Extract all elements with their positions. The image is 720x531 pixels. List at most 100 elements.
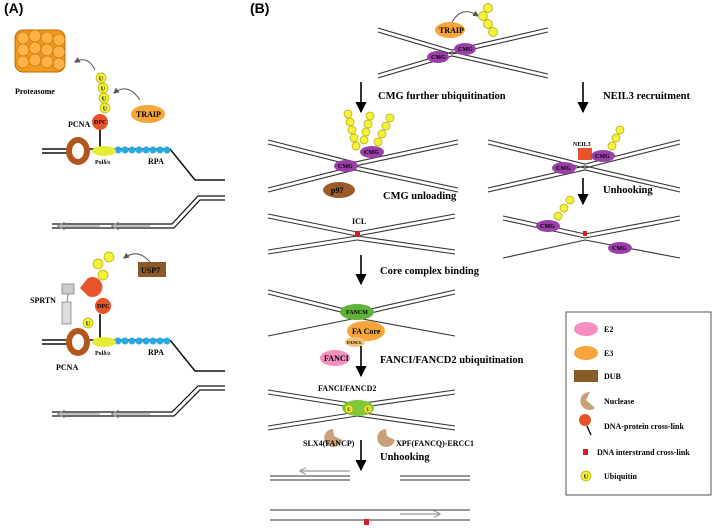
dna-lower-top [52,195,225,229]
legend-dpc-label: DNA-protein cross-link [604,422,684,431]
ubiquitin-chains-cmg2 [343,109,395,151]
cmg-neil3-left-label: CMG [556,166,571,172]
cmg-2-left-label: CMG [338,164,353,170]
pol-bottom [92,337,116,347]
legend-nuclease-icon [580,391,595,410]
ub-fancd2 [363,404,373,414]
fa-core [347,321,385,341]
fork-unhooked-right [502,215,681,259]
icl-mark [355,231,360,237]
ub-fanci [344,404,354,414]
pol-label-top: Polδ/ε [95,160,111,166]
panel-a: Proteasome U U U U TRAIP DPC RPA [14,29,225,417]
legend: E2 E3 DUB Nuclease DNA-protein cross-lin… [565,311,712,496]
legend-ubiquitin-icon [580,470,592,482]
legend-dub-label: DUB [604,372,622,381]
legend-icl-icon [583,449,588,455]
ubiquitin-letter: U [584,474,589,480]
ubiquitin-letter: U [103,106,108,112]
usp7-dub [138,262,166,277]
legend-e2-icon [574,322,598,336]
xpf-label: XPF(FANCQ)-ERCC1 [396,439,474,448]
neil3-protein [578,148,592,160]
cmg-unhook-right [608,242,632,254]
panel-b: CMG CMG TRAIP CMG further ubiquitination… [267,3,691,525]
legend-dpc-line [586,425,592,436]
neil3-label: NEIL3 [573,142,591,148]
icl-right [583,231,587,236]
step-fanci-ub: FANCI/FANCD2 ubiquitination [380,355,524,366]
step-unhooking-bottom: Unhooking [380,452,430,463]
step-cmg-ub: CMG further ubiquitination [378,91,506,102]
pcna-label-bottom: PCNA [56,363,78,372]
degradation-arrow [73,57,96,71]
usp7-label: USP7 [141,266,160,275]
traip-label-a: TRAIP [136,110,161,119]
pol-label-bottom: Polδ/ε [95,351,111,357]
cmg-2-left [334,160,358,172]
dpc-bottom [95,298,111,314]
ubiquitin-letter: U [366,408,370,413]
ubiquitin-letter: U [347,408,351,413]
dpc-label-bottom: DPC [97,304,109,310]
xpf-nuclease-icon [377,429,395,447]
cmg-2-right-label: CMG [364,150,379,156]
step-neil3: NEIL3 recruitment [603,91,691,102]
ubiquitin-neil3 [607,125,625,151]
fork-neil3 [487,139,681,193]
rpa-top [114,146,171,154]
legend-dpc-icon [579,414,591,426]
dna-final [270,475,470,521]
traip-arrow [113,87,141,101]
fanci-e2 [320,350,350,366]
traip-label-b: TRAIP [439,26,464,35]
proteasome-label: Proteasome [15,87,55,96]
ubiquitin-chain-top [478,3,498,37]
ubiquitin-letter: U [101,86,106,92]
cmg-neil3-right [591,150,615,162]
dpc-top [92,114,108,130]
legend-dub-icon [574,370,598,382]
usp7-arrow [123,252,151,263]
rpa-bottom [114,337,171,345]
sprtn-icon [61,277,103,325]
fancm-label: FANCM [346,310,368,316]
ubiquitin-letter: U [99,76,104,82]
fanci-fancd2-label: FANCI/FANCD2 [318,384,376,393]
ubiquitin-free-a [92,251,115,281]
cmg-top-right-label: CMG [458,47,473,53]
legend-ubiquitin-label: Ubiquitin [604,472,637,481]
pol-top [92,146,116,156]
cmg-unhook-left [536,220,560,232]
step-unhooking-right: Unhooking [603,185,653,196]
fork-top [377,27,549,79]
cmg-2-right [360,146,384,158]
ubiquitin-letter: U [86,321,91,327]
cmg-top-left-label: CMG [431,55,446,61]
dpc-label-top: DPC [94,120,106,126]
cmg-top-left [427,51,449,63]
rpa-label-bottom: RPA [148,348,164,357]
legend-nuclease-label: Nuclease [604,397,635,406]
ubiquitin-letter: U [102,96,107,102]
icl-remnant [364,519,369,525]
sprtn-label: SPRTN [30,296,56,305]
panel-b-label: (B) [250,0,269,16]
icl-label: ICL [352,217,366,226]
traip-e3 [131,105,165,123]
legend-e3-label: E3 [604,349,613,358]
fanci-label: FANCI [324,354,349,363]
legend-e3-icon [574,346,598,360]
panel-a-label: (A) [4,0,23,16]
step-core-binding: Core complex binding [380,266,480,277]
pcna-label-top: PCNA [68,120,90,129]
traip-e3-b [435,22,465,38]
cmg-neil3-left [552,162,576,174]
dna-lower-bottom [52,385,225,417]
ubiquitin-chain: U U U U [95,72,111,114]
fancl [345,337,365,347]
ubiquitin-pcna [82,317,94,329]
rpa-label-top: RPA [148,157,164,166]
ubiquitin-unhook [553,195,575,221]
